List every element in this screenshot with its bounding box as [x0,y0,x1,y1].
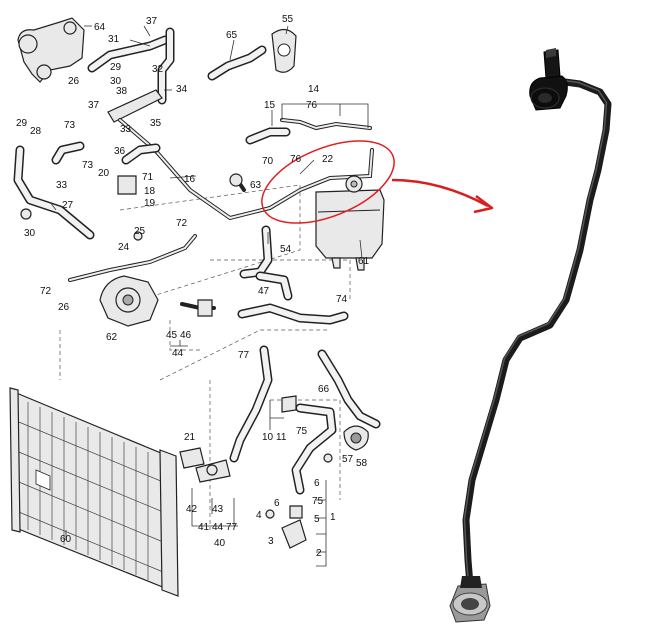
part-label: 26 [68,76,80,87]
part-label: 6 [314,478,320,489]
red-arrow [391,178,489,208]
part-label: 37 [88,100,100,111]
part-label: 38 [116,86,128,97]
part-label: 27 [62,200,74,211]
part-label: 57 [342,454,354,465]
part-label: 31 [108,34,120,45]
water-pump [99,275,159,327]
part-label: 5 [314,514,320,525]
part-label: 46 [180,330,192,341]
part-label: 33 [120,124,132,135]
part-label: 10 [262,432,274,443]
part-label: 65 [226,30,238,41]
part-label: 41 [198,522,210,533]
part-label: 19 [144,198,156,209]
part-label: 4 [256,510,262,521]
part-label: 62 [106,332,118,343]
part-label: 2 [316,548,322,559]
middle-pipe [68,231,197,282]
part-label: 47 [258,286,270,297]
part-label: 43 [212,504,224,515]
part-label: 45 [166,330,178,341]
part-label: 18 [144,186,156,197]
part-label: 76 [306,100,318,111]
part-label: 42 [186,504,198,515]
part-label: 36 [114,146,126,157]
part-label: 66 [318,384,330,395]
part-label: 70 [262,156,274,167]
leader-lines [49,25,369,567]
part-label: 37 [146,16,158,27]
small-fittings [179,447,333,549]
thermostat-housing [17,17,85,83]
part-label: 71 [142,172,154,183]
part-label: 72 [40,286,52,297]
red-arrow-head [473,195,494,214]
part-label: 25 [134,226,146,237]
part-label: 74 [336,294,348,305]
part-label: 1 [330,512,336,523]
part-label: 63 [250,180,262,191]
part-label: 75 [312,496,324,507]
part-label: 61 [358,256,370,267]
part-label: 34 [176,84,188,95]
part-label: 73 [82,160,94,171]
part-label: 30 [24,228,36,239]
radiator [9,387,179,597]
part-label: 20 [98,168,110,179]
part-label: 54 [280,244,292,255]
upper-small-pipes [87,27,297,123]
part-label: 64 [94,22,106,33]
product-photo-pipe [449,48,612,623]
part-label: 44 [172,348,184,359]
part-label: 14 [308,84,320,95]
part-label: 29 [16,118,28,129]
lower-hoses [229,345,381,495]
part-label: 44 [212,522,224,533]
part-label: 3 [268,536,274,547]
part-label: 11 [276,432,287,443]
part-label: 16 [184,174,196,185]
left-hoses [13,141,161,240]
central-hoses [180,225,349,325]
part-label: 24 [118,242,130,253]
part-label: 29 [110,62,122,73]
part-label: 6 [274,498,280,509]
part-label: 30 [110,76,122,87]
part-label: 33 [56,180,68,191]
part-label: 58 [356,458,368,469]
part-label: 75 [296,426,308,437]
part-label: 21 [184,432,196,443]
part-label: 77 [226,522,238,533]
part-label: 40 [214,538,226,549]
part-label: 73 [64,120,76,131]
expansion-tank [315,175,385,271]
highlight-ellipse [261,140,395,224]
part-label: 55 [282,14,294,25]
part-label: 77 [238,350,250,361]
highlight-callout [261,140,494,224]
coolant-pipes-upper [118,118,374,221]
part-label: 15 [264,100,276,111]
part-labels: 64 37 31 55 65 26 29 32 30 34 37 38 33 3… [16,14,370,559]
part-label: 60 [60,534,72,545]
part-label: 28 [30,126,42,137]
part-label: 72 [176,218,188,229]
part-label: 22 [322,154,334,165]
part-label: 26 [58,302,70,313]
part-label: 35 [150,118,162,129]
part-label: 76 [290,154,302,165]
part-label: 32 [152,64,164,75]
